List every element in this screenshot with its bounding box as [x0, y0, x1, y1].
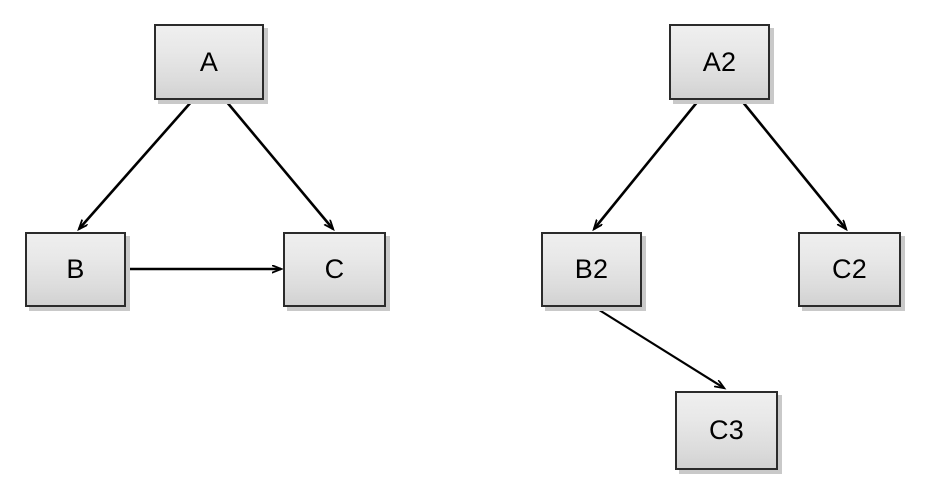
node-c3-label: C3	[708, 415, 745, 445]
node-b2-label: B2	[574, 254, 609, 284]
node-c[interactable]: C	[283, 232, 386, 307]
node-a[interactable]: A	[154, 24, 264, 100]
node-b-label: B	[66, 254, 85, 284]
node-b2[interactable]: B2	[541, 232, 642, 307]
edge-b2-to-c3	[595, 307, 724, 388]
node-a2[interactable]: A2	[669, 24, 770, 100]
node-a2-label: A2	[702, 46, 737, 77]
node-c2-label: C2	[831, 254, 868, 284]
edge-a2-to-c2	[740, 100, 846, 229]
node-c-label: C	[324, 254, 345, 284]
node-b[interactable]: B	[25, 232, 126, 307]
edge-a-to-c	[225, 100, 333, 229]
edge-a-to-b	[79, 100, 193, 229]
node-c3[interactable]: C3	[675, 391, 778, 470]
edge-a2-to-b2	[594, 100, 700, 229]
node-c2[interactable]: C2	[798, 232, 901, 307]
node-a-label: A	[199, 46, 219, 77]
